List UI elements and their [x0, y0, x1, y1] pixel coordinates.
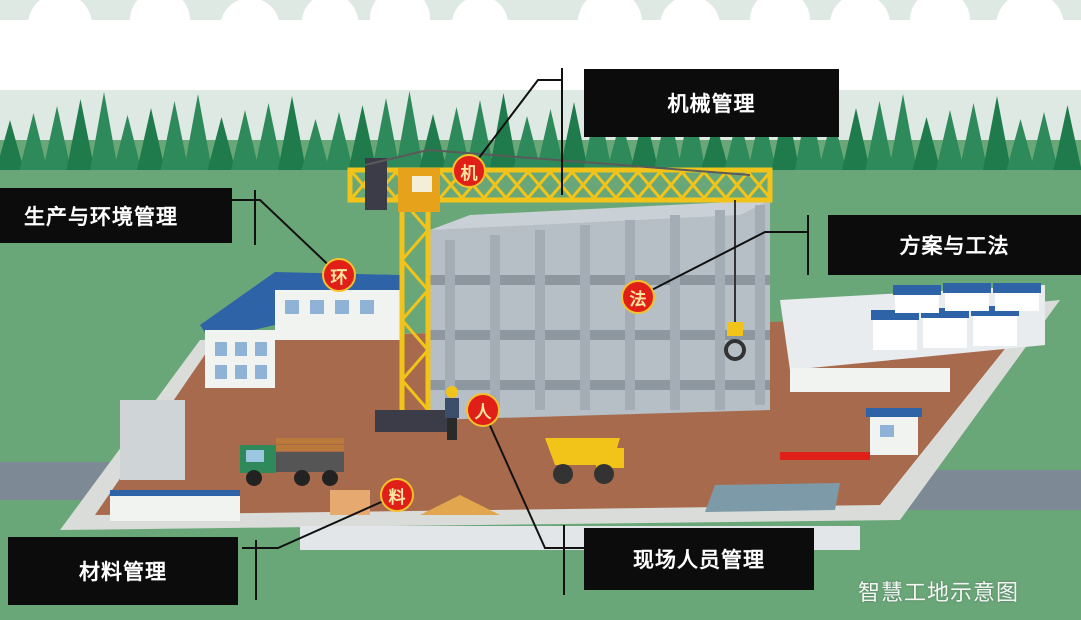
material-marker: 料 — [380, 478, 414, 512]
crane-jib-strut — [658, 171, 684, 199]
guard-house — [780, 408, 922, 460]
plan-and-method-label: 方案与工法 — [828, 215, 1081, 275]
crane-jib-strut — [680, 171, 706, 199]
crane-jib-strut — [702, 171, 728, 199]
pine-tree — [395, 91, 424, 170]
pine-tree — [536, 109, 565, 170]
material-stacks — [120, 400, 500, 515]
site-office-building — [200, 272, 400, 388]
pine-tree — [489, 93, 518, 170]
pine-tree — [983, 96, 1011, 170]
environment-marker: 环 — [322, 258, 356, 292]
crane-jib-strut — [482, 171, 508, 199]
crane-jib-strut — [504, 171, 530, 199]
pine-tree — [0, 120, 24, 170]
pine-tree — [959, 103, 988, 170]
crane-jib-strut — [636, 171, 662, 199]
pine-tree — [724, 113, 753, 170]
pine-tree — [231, 110, 259, 170]
machinery-marker: 机 — [452, 154, 486, 188]
dump-truck — [545, 438, 624, 484]
pine-tree — [748, 106, 776, 170]
pine-tree — [865, 101, 894, 170]
tower-crane — [347, 149, 773, 432]
pine-tree — [419, 114, 447, 170]
pine-tree — [654, 104, 682, 170]
production-environment-management-label: 生产与环境管理 — [0, 188, 232, 243]
pine-tree — [113, 115, 142, 170]
onsite-personnel-management-label: 现场人员管理 — [584, 528, 814, 590]
pine-tree — [207, 117, 236, 170]
pine-tree — [301, 119, 330, 170]
method-marker: 法 — [621, 280, 655, 314]
pine-tree — [560, 102, 588, 170]
personnel-marker: 人 — [466, 393, 500, 427]
crane-jib-strut — [614, 171, 640, 199]
crane-jib-strut — [526, 171, 552, 199]
pine-tree — [607, 118, 635, 170]
pine-tree — [160, 101, 189, 170]
pine-tree — [701, 120, 729, 170]
pine-tree — [1006, 119, 1035, 170]
callout-lines — [232, 68, 809, 600]
building-under-construction — [430, 200, 770, 420]
pine-tree — [325, 112, 353, 170]
worker-dormitories — [780, 283, 1045, 392]
cloud-band — [0, 0, 1081, 90]
pine-tree — [137, 108, 165, 170]
machinery-management-label: 机械管理 — [584, 69, 839, 137]
pine-tree — [66, 99, 95, 170]
pine-tree — [372, 98, 400, 170]
pine-tree — [1030, 112, 1058, 170]
pine-tree — [912, 117, 941, 170]
crane-jib-strut — [724, 171, 750, 199]
worker-figure — [445, 386, 459, 440]
pine-tree — [936, 110, 964, 170]
pine-tree — [278, 96, 306, 170]
pine-tree — [184, 94, 212, 170]
water-pool — [705, 483, 840, 512]
pine-tree — [19, 113, 48, 170]
pine-tree — [254, 103, 283, 170]
pine-tree — [889, 94, 917, 170]
pine-tree — [630, 111, 659, 170]
forest-tree-line — [0, 91, 1081, 170]
pine-tree — [348, 105, 377, 170]
crane-jib-strut — [592, 171, 618, 199]
pine-tree — [90, 92, 118, 170]
pine-tree — [1053, 105, 1081, 170]
crane-jib-strut — [746, 171, 772, 199]
crane-jib-strut — [570, 171, 596, 199]
pine-tree — [842, 108, 870, 170]
pine-tree — [43, 106, 71, 170]
material-management-label: 材料管理 — [8, 537, 238, 605]
log-truck — [240, 438, 344, 486]
pine-tree — [818, 115, 847, 170]
diagram-caption-watermark: 智慧工地示意图 — [858, 581, 1020, 606]
